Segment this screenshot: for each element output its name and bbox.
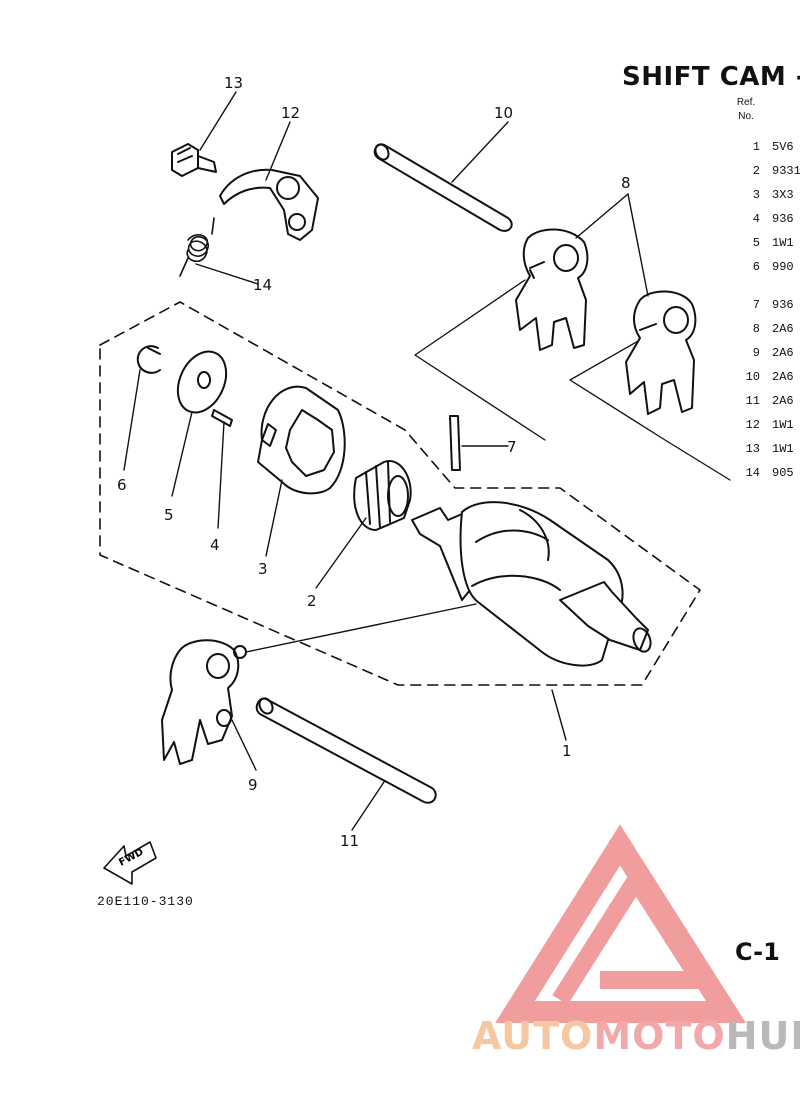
watermark-logo (495, 824, 747, 1023)
part-7-dowel-pin (449, 415, 461, 471)
callout-2: 2 (307, 592, 317, 610)
no-header-label: No. (738, 111, 754, 122)
assembly-dashed-outline (99, 301, 701, 686)
part-12-stopper-lever (219, 168, 319, 241)
leader-lines (123, 91, 649, 831)
fwd-arrow-icon (103, 841, 157, 885)
ref-header-label: Ref. (736, 97, 756, 108)
part-8-shift-fork-a (515, 228, 589, 351)
part-4-pin (211, 409, 233, 427)
part-9-shift-fork (161, 639, 247, 765)
callout-9: 9 (248, 776, 258, 794)
fork-link-outline (414, 279, 731, 481)
page-title: SHIFT CAM - F (622, 62, 800, 92)
part-11-fork-shaft (255, 697, 437, 804)
part-5-washer (176, 350, 228, 414)
part-2-bearing (353, 460, 412, 531)
callout-3: 3 (258, 560, 268, 578)
callout-6: 6 (117, 476, 127, 494)
callout-labels: 13 12 10 8 14 7 6 5 4 3 2 9 11 1 (117, 74, 631, 850)
watermark-text: AUTOMOTOHUB (472, 1014, 800, 1058)
callout-8: 8 (621, 174, 631, 192)
callout-13: 13 (224, 74, 243, 92)
part-13-bolt (171, 143, 217, 177)
drawing-number: 20E110-3130 (97, 894, 194, 909)
callout-7: 7 (507, 438, 517, 456)
callout-1: 1 (562, 742, 572, 760)
part-8-shift-fork-b (625, 290, 697, 415)
watermark-text-hub: HUB (725, 1014, 800, 1058)
callout-12: 12 (281, 104, 300, 122)
callout-4: 4 (210, 536, 220, 554)
part-3-segment (257, 385, 346, 495)
parts-header: Ref. No. (734, 96, 758, 124)
watermark-text-moto: MOTO (593, 1014, 726, 1058)
part-14-spring (179, 217, 215, 277)
page-code: C-1 (735, 938, 780, 966)
callout-14: 14 (253, 276, 272, 294)
callout-10: 10 (494, 104, 513, 122)
part-1-shift-cam (411, 501, 652, 667)
callout-11: 11 (340, 832, 359, 850)
callout-5: 5 (164, 506, 174, 524)
watermark-text-auto: AUTO (472, 1014, 594, 1058)
part-6-circlip (136, 345, 161, 374)
part-10-fork-shaft (373, 143, 513, 232)
